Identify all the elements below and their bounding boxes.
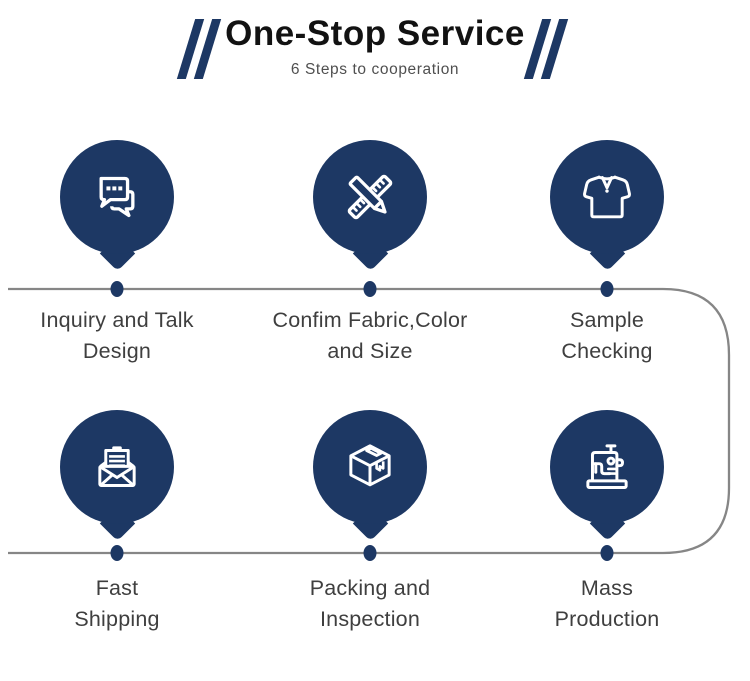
connector-dot — [600, 281, 614, 297]
connector-dot — [110, 545, 124, 561]
step-bubble — [313, 140, 427, 280]
sewing-machine-icon — [586, 444, 628, 489]
step-circle — [313, 140, 427, 254]
envelope-icon — [98, 446, 136, 487]
step-label: Sample Checking — [561, 308, 653, 363]
page-title: One-Stop Service — [225, 14, 525, 53]
connector-dot — [363, 281, 377, 297]
connector-path — [8, 287, 731, 555]
step-circle — [550, 140, 664, 254]
step-circle — [313, 410, 427, 524]
step-bubble — [550, 410, 664, 550]
step-confirm-fabric-color-size: Confim Fabric,Color and Size — [240, 140, 500, 367]
connector-dot — [363, 545, 377, 561]
step-label: Mass Production — [554, 576, 660, 631]
step-fast-shipping: Fast Shipping — [0, 410, 247, 635]
step-packing-and-inspection: Packing and Inspection — [240, 410, 500, 635]
step-mass-production: Mass Production — [477, 410, 737, 635]
step-label: Packing and Inspection — [309, 576, 431, 631]
step-circle — [550, 410, 664, 524]
connector-dot — [600, 545, 614, 561]
step-bubble — [550, 140, 664, 280]
step-circle — [60, 410, 174, 524]
step-sample-checking: Sample Checking — [477, 140, 737, 367]
step-circle — [60, 140, 174, 254]
step-bubble — [313, 410, 427, 550]
box-icon — [349, 444, 391, 487]
chat-icon — [99, 176, 135, 218]
step-bubble — [60, 410, 174, 550]
step-label: Confim Fabric,Color and Size — [272, 308, 468, 363]
step-inquiry-and-talk-design: Inquiry and Talk Design — [0, 140, 247, 367]
ruler-pencil-icon — [347, 174, 393, 220]
step-bubble — [60, 140, 174, 280]
step-label: Fast Shipping — [74, 576, 160, 631]
connector-dot — [110, 281, 124, 297]
step-label: Inquiry and Talk Design — [40, 308, 194, 363]
page-subtitle: 6 Steps to cooperation — [290, 61, 460, 78]
tshirt-icon — [583, 175, 631, 219]
